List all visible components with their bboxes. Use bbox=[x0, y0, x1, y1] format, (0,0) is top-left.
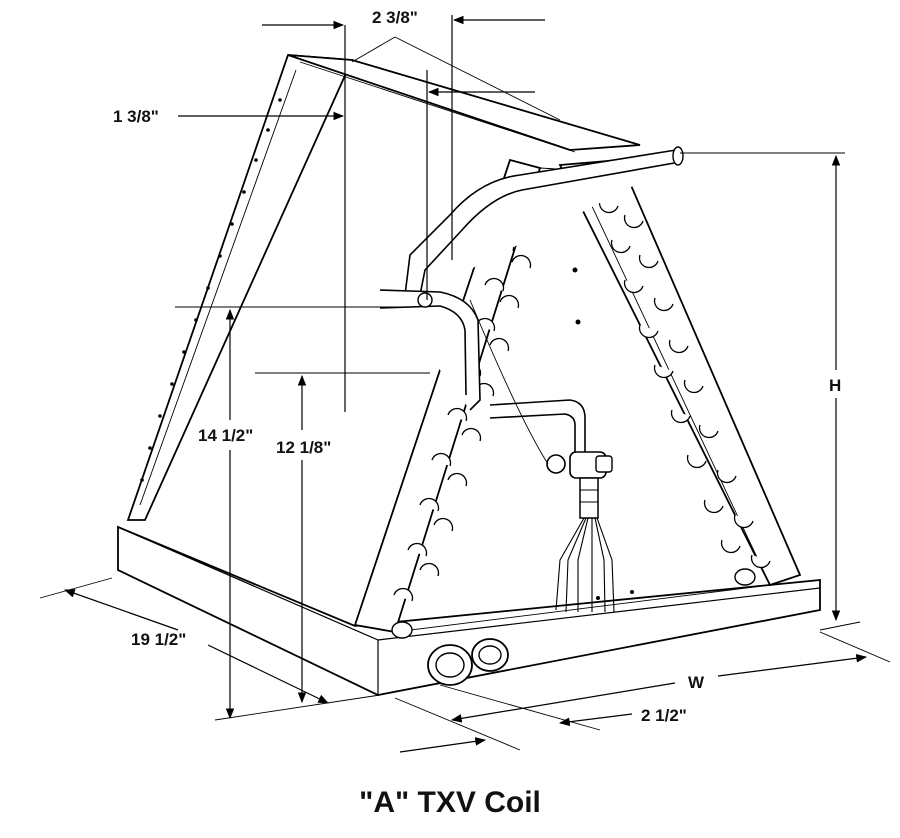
diagram-caption: "A" TXV Coil bbox=[359, 786, 541, 819]
top-cap bbox=[287, 54, 641, 151]
txv-valve bbox=[469, 299, 613, 519]
dim-height-left: 14 1/2" bbox=[198, 426, 253, 445]
dim-height: H bbox=[829, 376, 841, 395]
dim-pipe-offset: 2 1/2" bbox=[641, 706, 687, 725]
dim-height-inner: 12 1/8" bbox=[276, 438, 331, 457]
back-panel-holes bbox=[572, 267, 634, 600]
dim-top-width: 2 3/8" bbox=[372, 8, 418, 27]
dimension-lines bbox=[39, 15, 891, 753]
drain-pan bbox=[117, 525, 821, 696]
dim-depth: 19 1/2" bbox=[131, 630, 186, 649]
return-bends-right bbox=[598, 199, 771, 569]
pipe-connections bbox=[391, 568, 756, 686]
dim-width: W bbox=[688, 673, 705, 692]
dimension-labels: 2 3/8" 1 3/8" 14 1/2" 12 1/8" 19 1/2" H … bbox=[113, 8, 841, 725]
dim-top-offset: 1 3/8" bbox=[113, 107, 159, 126]
side-rivets bbox=[140, 98, 282, 482]
distributor-tubes bbox=[555, 517, 615, 613]
